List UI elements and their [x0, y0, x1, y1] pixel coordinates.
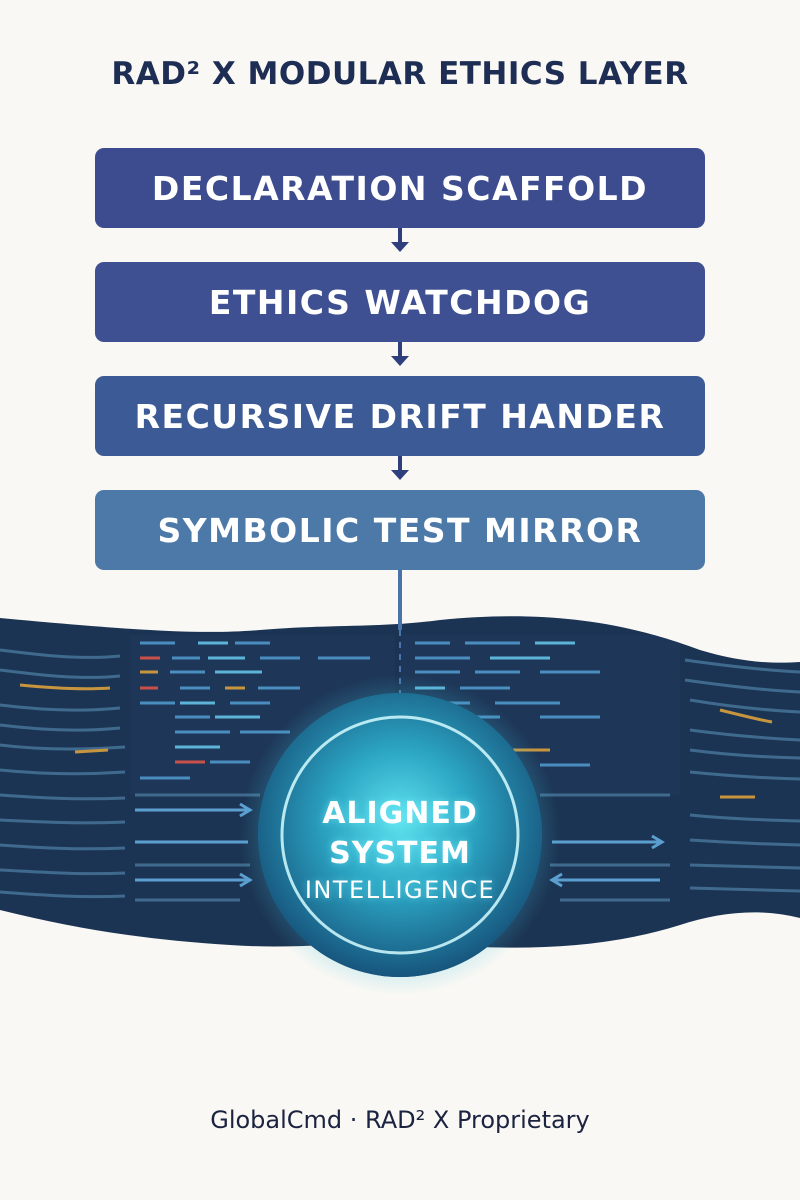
arrow-down-icon	[391, 356, 409, 366]
arrow-down-icon	[391, 470, 409, 480]
arrow-shaft	[398, 456, 402, 470]
footer-credit: GlobalCmd · RAD² X Proprietary	[210, 1106, 590, 1134]
center-label-system: SYSTEM	[329, 836, 471, 871]
data-stream-band	[0, 616, 800, 995]
layer-declaration-scaffold: DECLARATION SCAFFOLD	[95, 148, 705, 228]
center-label-aligned: ALIGNED	[322, 796, 478, 831]
layer-ethics-watchdog: ETHICS WATCHDOG	[95, 262, 705, 342]
layer-recursive-drift-hander: RECURSIVE DRIFT HANDER	[95, 376, 705, 456]
connector-line	[398, 570, 402, 630]
arrow-shaft	[398, 342, 402, 356]
center-label-intelligence: INTELLIGENCE	[304, 876, 496, 904]
layer-symbolic-test-mirror: SYMBOLIC TEST MIRROR	[95, 490, 705, 570]
arrow-down-icon	[391, 242, 409, 252]
aligned-system-orb	[240, 675, 560, 995]
arrow-shaft	[398, 228, 402, 242]
diagram-title: RAD² X MODULAR ETHICS LAYER	[111, 56, 689, 92]
